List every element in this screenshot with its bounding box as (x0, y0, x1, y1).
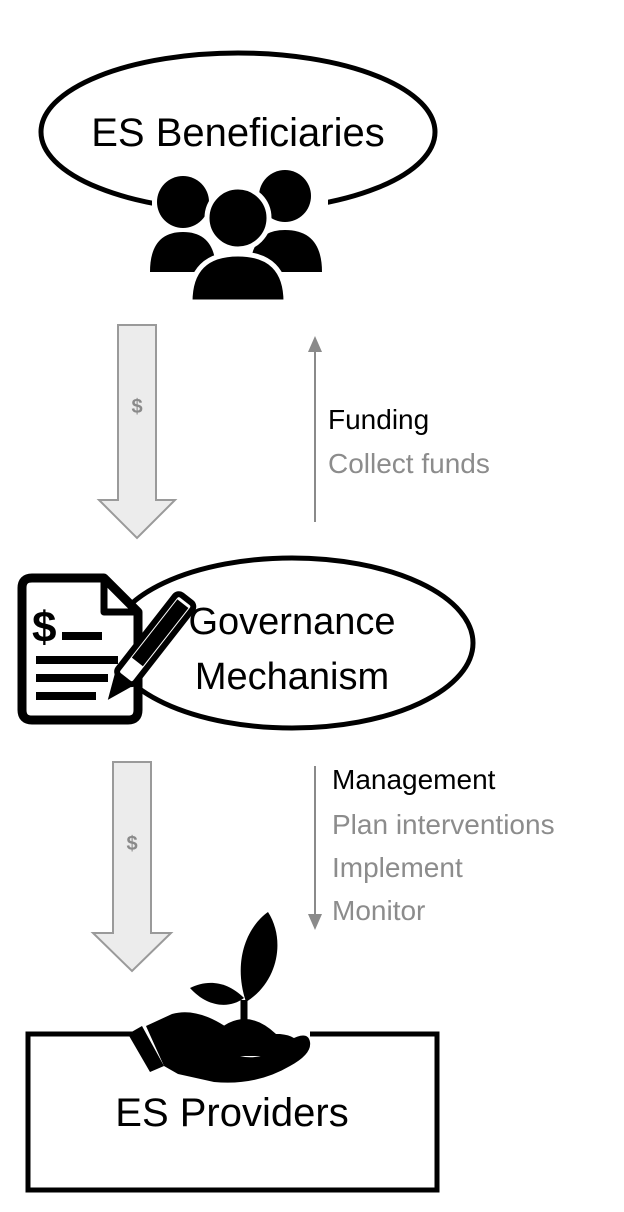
governance-label-line2: Mechanism (195, 656, 389, 698)
contract-signing-icon: $ (17, 573, 197, 725)
people-group-icon (150, 170, 328, 305)
providers-label: ES Providers (115, 1091, 348, 1135)
money-flow-arrow-1: $ (96, 324, 178, 540)
funding-arrow (308, 336, 322, 522)
money-symbol-2: $ (126, 833, 137, 855)
beneficiaries-label: ES Beneficiaries (91, 111, 384, 155)
funding-item-collect-funds: Collect funds (328, 448, 490, 479)
funding-title: Funding (328, 404, 429, 435)
money-flow-arrow-2: $ (90, 761, 174, 973)
management-item-plan-interventions: Plan interventions (332, 809, 555, 840)
management-arrow (308, 766, 322, 930)
providers-node: ES Providers (25, 912, 440, 1193)
governance-label-line1: Governance (188, 601, 395, 643)
management-item-monitor: Monitor (332, 895, 425, 926)
hand-plant-icon (128, 912, 311, 1083)
management-item-implement: Implement (332, 852, 463, 883)
management-title: Management (332, 764, 496, 795)
svg-text:$: $ (32, 603, 56, 652)
money-symbol-1: $ (131, 396, 142, 418)
governance-node: Governance Mechanism $ (17, 555, 476, 731)
beneficiaries-node: ES Beneficiaries (38, 50, 438, 305)
